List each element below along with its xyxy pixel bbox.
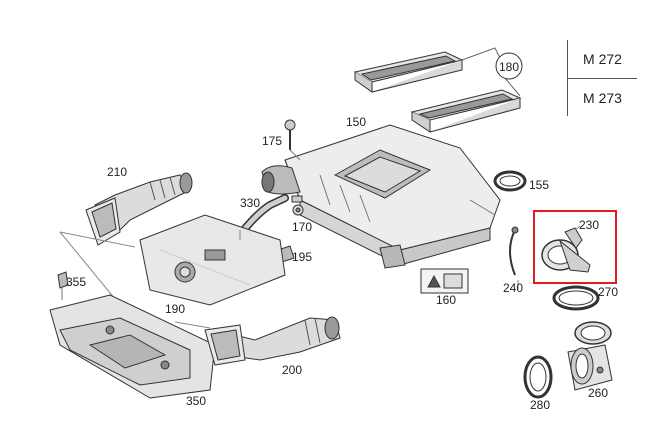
label-230: 230 <box>579 218 599 232</box>
label-175: 175 <box>262 134 282 148</box>
screw-175[interactable] <box>284 119 296 150</box>
underpanel-350[interactable] <box>49 294 216 399</box>
seal-270[interactable] <box>552 285 600 311</box>
label-155: 155 <box>529 178 549 192</box>
model-m272: M 272 <box>568 40 637 79</box>
label-280: 280 <box>530 398 550 412</box>
label-200: 200 <box>282 363 302 377</box>
intake-pipe[interactable] <box>261 165 301 195</box>
highlight-box-230 <box>533 210 617 284</box>
intake-duct-200[interactable] <box>204 316 341 366</box>
label-355: 355 <box>66 275 86 289</box>
label-plate-160[interactable] <box>420 268 469 294</box>
mass-air-flow-sensor-230[interactable] <box>541 227 591 273</box>
label-330: 330 <box>240 196 260 210</box>
label-210: 210 <box>107 165 127 179</box>
air-filter-housing[interactable] <box>284 124 501 269</box>
clip-355[interactable] <box>57 271 69 289</box>
label-160: 160 <box>436 293 456 307</box>
engine-cover[interactable] <box>139 214 286 306</box>
callout-180 <box>495 52 523 80</box>
label-190: 190 <box>165 302 185 316</box>
ring-280[interactable] <box>523 355 553 399</box>
label-170: 170 <box>292 220 312 234</box>
gasket-155[interactable] <box>493 170 527 192</box>
air-filter-element-lower[interactable] <box>410 89 522 133</box>
intake-duct-210[interactable] <box>85 172 193 246</box>
label-180: 180 <box>499 60 519 74</box>
clamp-170[interactable] <box>291 195 304 216</box>
air-filter-element-upper[interactable] <box>353 51 464 93</box>
label-260: 260 <box>588 386 608 400</box>
adapter-260[interactable] <box>567 321 613 391</box>
part-240[interactable] <box>509 226 519 276</box>
label-350: 350 <box>186 394 206 408</box>
label-240: 240 <box>503 281 523 295</box>
label-150: 150 <box>346 115 366 129</box>
model-m273: M 273 <box>583 90 622 106</box>
engine-model-table: M 272 M 273 <box>567 40 637 116</box>
label-195: 195 <box>292 250 312 264</box>
label-270: 270 <box>598 285 618 299</box>
